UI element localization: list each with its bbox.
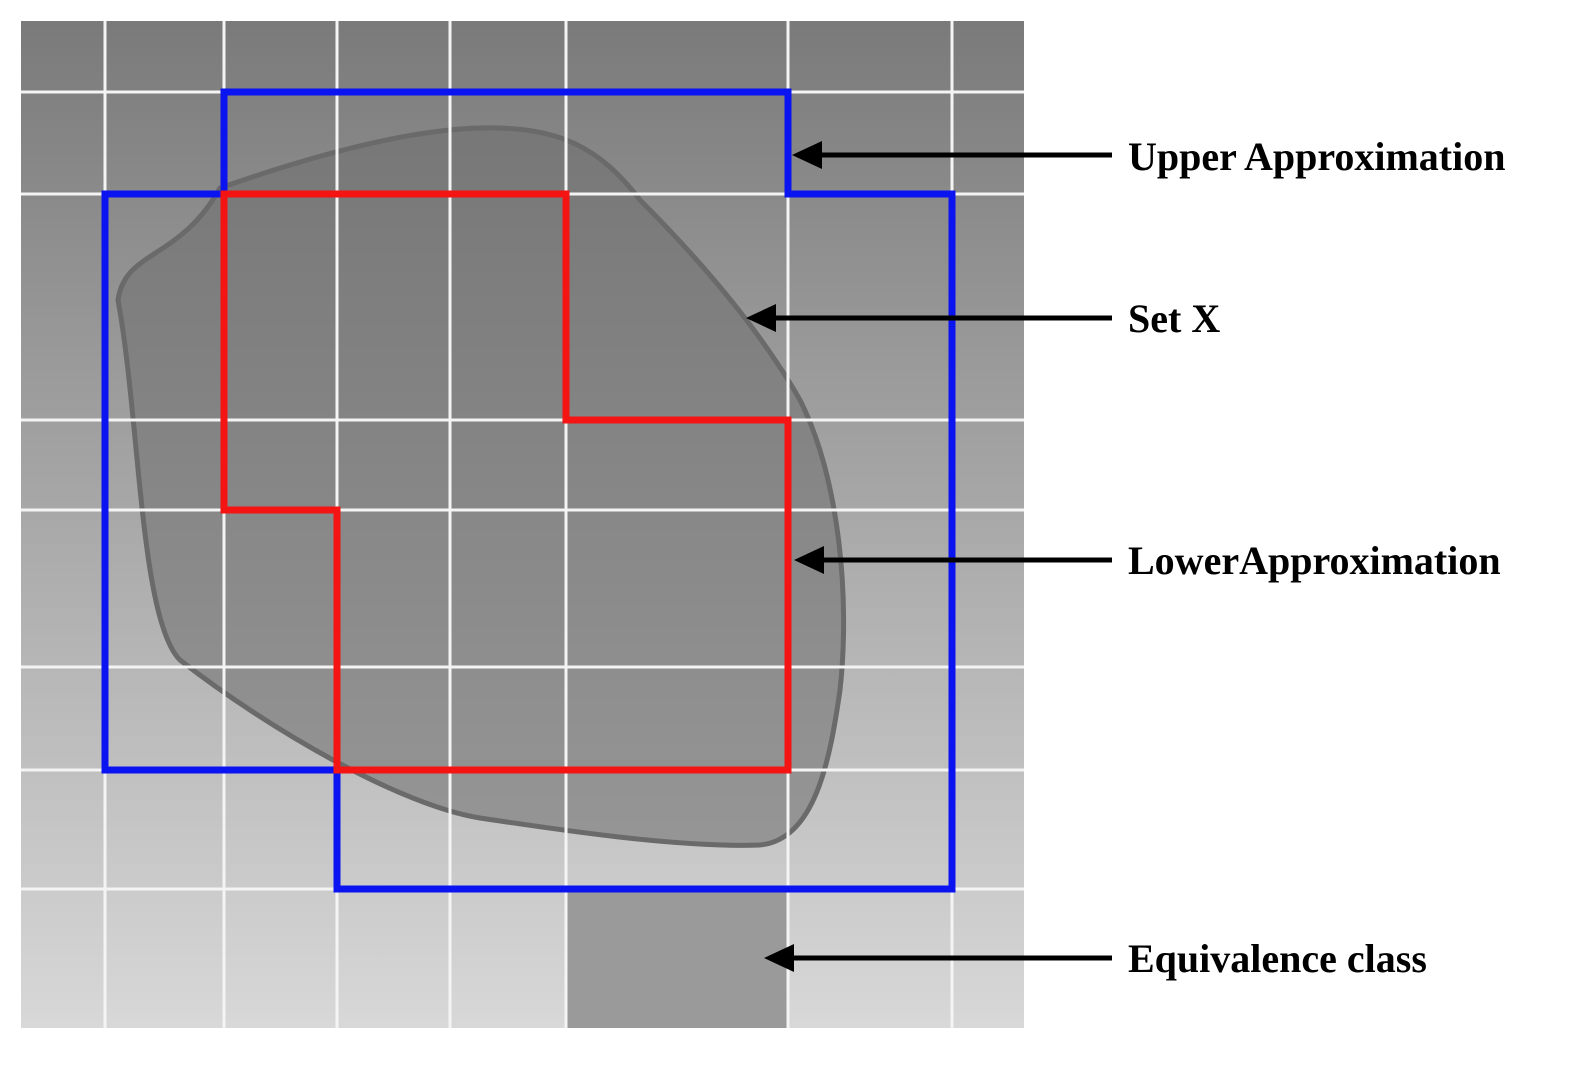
- arrow-head-upper-approximation: [792, 141, 822, 169]
- arrow-head-set-x: [746, 304, 776, 332]
- arrows: [746, 141, 1112, 972]
- arrow-head-lower-approximation: [794, 546, 824, 574]
- label-upper-approximation: Upper Approximation: [1128, 134, 1505, 179]
- equivalence-class-cell: [566, 889, 788, 1028]
- label-equivalence-class: Equivalence class: [1128, 936, 1427, 981]
- arrow-head-equivalence-class: [764, 944, 794, 972]
- label-set-x: Set X: [1128, 296, 1220, 341]
- label-lower-approximation: LowerApproximation: [1128, 538, 1501, 583]
- upper-approximation-boundary: [101, 88, 956, 893]
- lower-approximation-boundary: [220, 190, 792, 774]
